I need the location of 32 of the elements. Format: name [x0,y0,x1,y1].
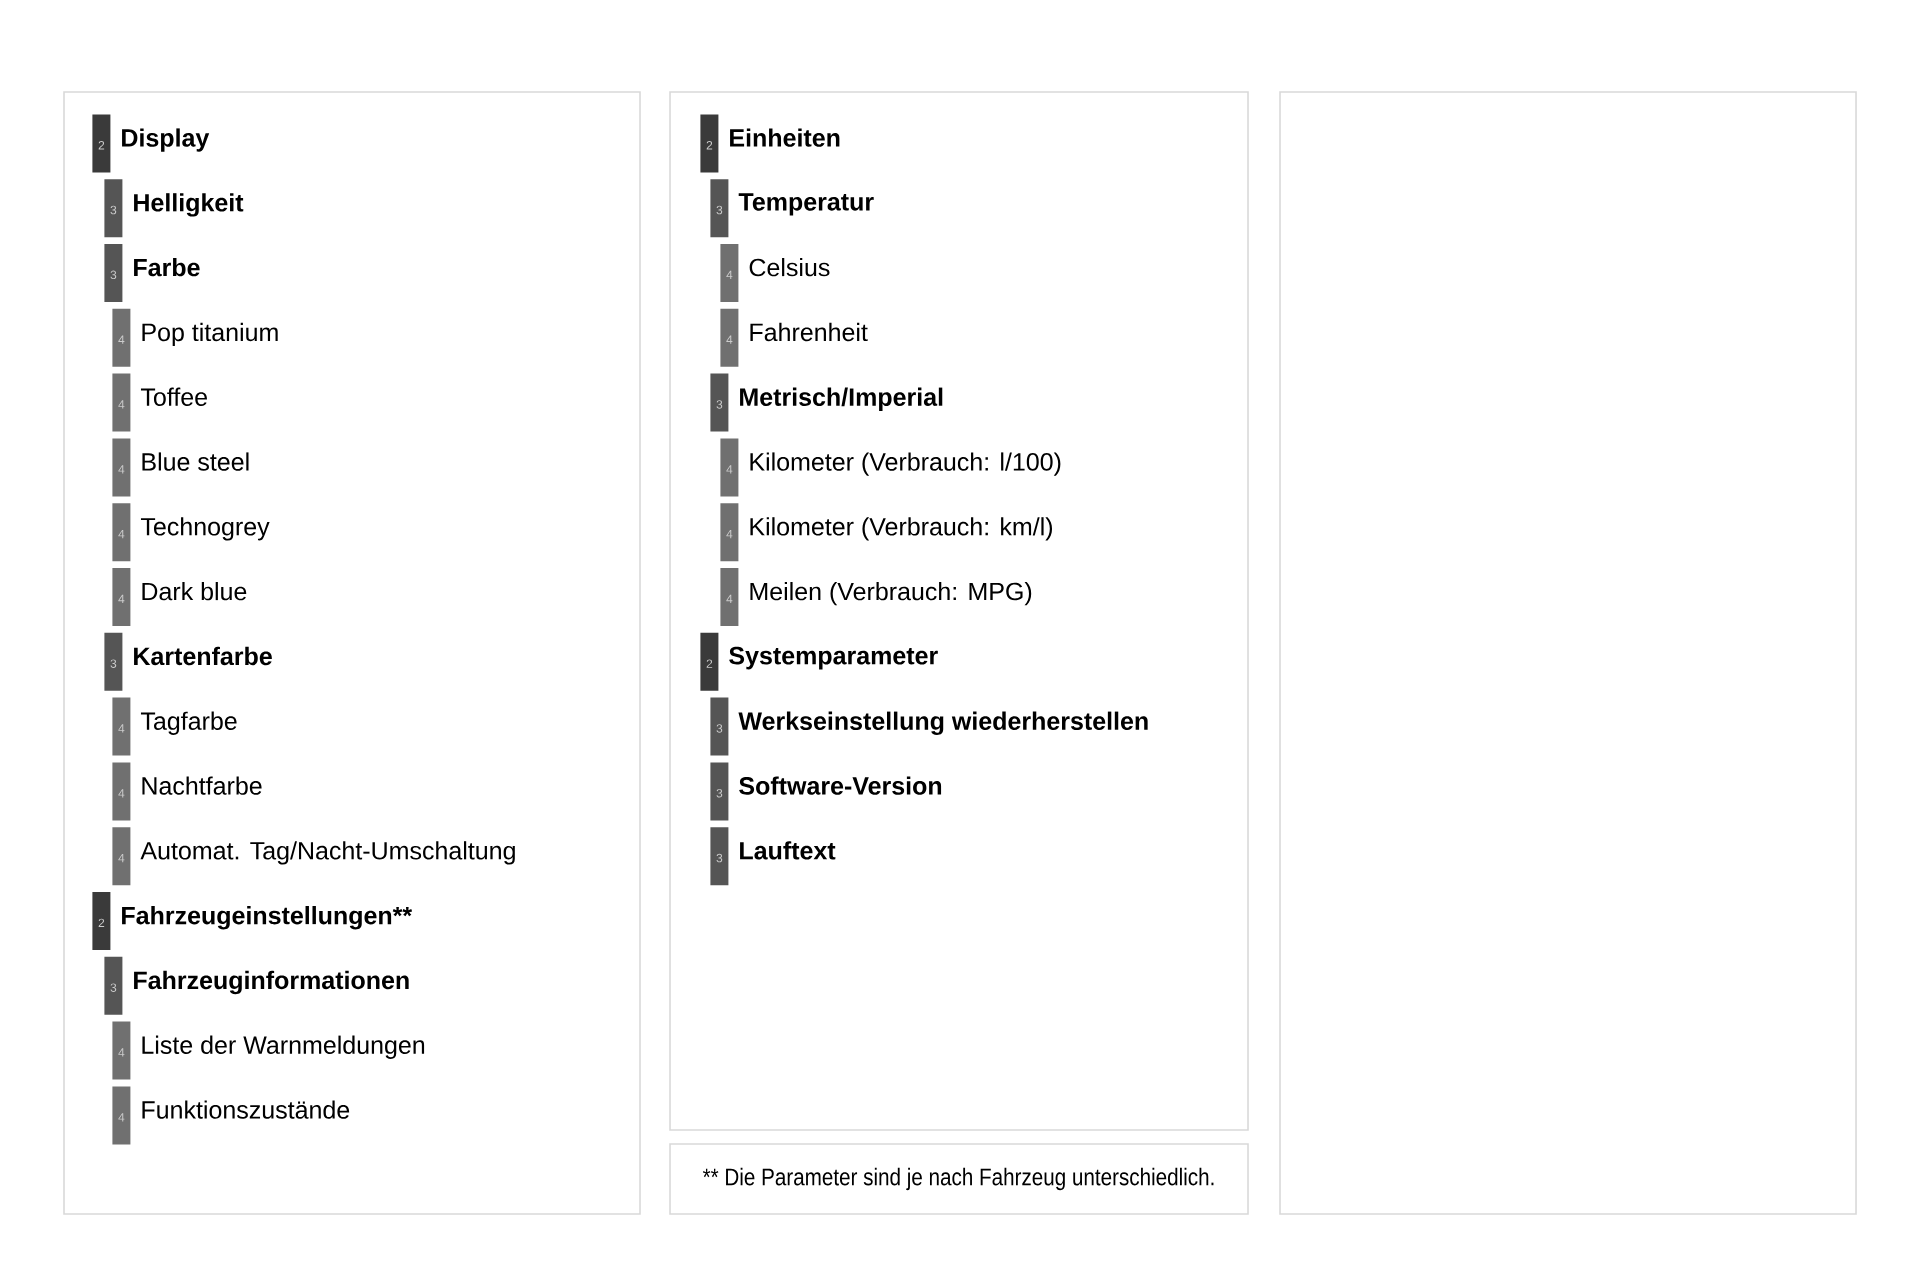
menu-item: Kilometer (Verbrauch: km/l) [750,517,1052,541]
menu-item: Blue steel [142,452,249,471]
menu-item: Funktionszustände [142,1100,350,1119]
menu-item: Tagfarbe [140,711,237,735]
menu-item: Fahrzeuginformationen [134,970,409,995]
menu-item: Meilen (Verbrauch: MPG) [750,582,1032,606]
menu-item: Pop titanium [142,322,278,347]
menu-item: Kartenfarbe [134,646,272,666]
menu-item: Software-Version [739,776,942,795]
panel [1279,91,1857,1215]
menu-item: Fahrenheit [750,322,868,342]
panel [669,91,1249,1131]
menu-item: Dark blue [142,582,247,601]
menu-item: Lauftext [740,841,836,860]
menu-item: Kilometer (Verbrauch: l/100) [750,452,1061,476]
menu-item: Liste der Warnmeldungen [142,1035,425,1059]
menu-item: Temperatur [738,193,874,216]
menu-item: Technogrey [140,517,270,541]
menu-item: Helligkeit [134,193,244,217]
menu-item: Farbe [134,258,200,277]
menu-item: Systemparameter [729,646,938,670]
menu-item: Automat. Tag/Nacht-Umschaltung [140,841,515,865]
menu-item: Nachtfarbe [142,776,262,795]
menu-item: Werkseinstellung wiederherstellen [738,711,1148,736]
menu-item: Metrisch/Imperial [740,387,943,411]
menu-item: Fahrzeugeinstellungen** [122,906,413,930]
menu-item: Display [122,128,210,152]
menu-item: Toffee [140,387,207,406]
note-box: ** Die Parameter sind je nach Fahrzeug unterschiedlich. [669,1143,1249,1215]
panel [63,91,641,1215]
menu-item: Einheiten [730,128,840,147]
menu-item: Celsius [749,258,830,277]
